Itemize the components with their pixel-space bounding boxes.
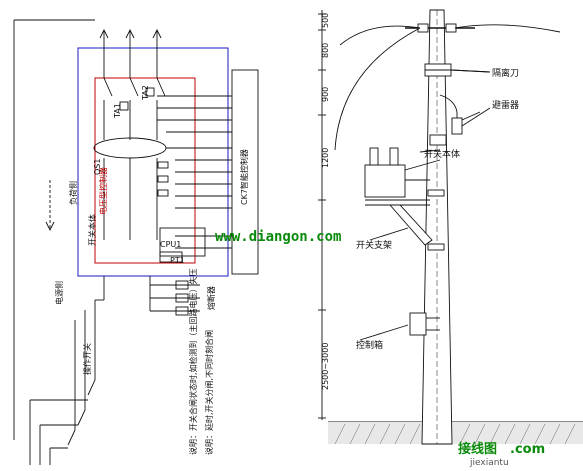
pt-box <box>159 227 206 257</box>
current-transformer <box>93 137 167 159</box>
wiring-diagram <box>13 19 259 465</box>
pole-diagram <box>318 9 583 445</box>
controller-frame <box>77 47 229 277</box>
controller-label: CK7智能控制器 <box>239 149 249 205</box>
dim-2500-3000: 2500~3000 <box>321 343 330 390</box>
control-box <box>409 312 427 336</box>
load-side-label: 负荷侧 <box>68 181 78 205</box>
cpu-box <box>159 251 183 263</box>
ground <box>328 422 583 444</box>
operate-switch-label: 操作开关 <box>82 343 92 375</box>
control-box-label: 控制箱 <box>356 339 383 351</box>
cpu-label: CPU1 <box>160 240 181 249</box>
switch-body-label: 开关本体 <box>87 214 97 246</box>
footnote-line1: 说明：开关合闸状态时,如检测到（主回路电压）失压 <box>188 268 198 455</box>
dim-1200: 1200 <box>321 148 330 168</box>
arrester <box>451 117 463 135</box>
qs-label: QS1 <box>93 159 102 175</box>
ta2-label: TA2 <box>141 85 150 101</box>
power-side-label: 电源侧 <box>54 281 64 305</box>
switch-bracket <box>389 204 433 246</box>
switch-body-label-right: 开关本体 <box>424 148 460 160</box>
logo-en: jiexiantu <box>469 458 509 468</box>
site-logo: 接线图 .com jiexiantu <box>458 441 545 468</box>
logo-dotcom: .com <box>510 442 545 457</box>
protection-label: 电压型控制器 <box>98 167 108 215</box>
footnote-line2: 说明：延时,开关分闸,不同时刻合闸 <box>204 330 214 455</box>
pt-label: PT1 <box>170 256 185 265</box>
switch-bracket-label: 开关支架 <box>356 239 392 251</box>
ta1-label: TA1 <box>113 103 122 119</box>
fuse-label: 熔断器 <box>206 286 216 310</box>
logo-cn: 接线图 <box>458 441 497 457</box>
pole-labels: 500 800 900 1200 2500~3000 隔离刀 避雷器 开关本体 … <box>321 13 519 390</box>
watermark-url: www.diangon.com <box>215 229 341 245</box>
switch-body <box>364 164 406 198</box>
dim-800: 800 <box>321 43 330 58</box>
dim-500: 500 <box>321 13 330 28</box>
isolator-label: 隔离刀 <box>492 67 519 79</box>
switch-body-frame <box>94 77 196 264</box>
wiring-labels: CK7智能控制器 电压型控制器 电源侧 负荷侧 开关本体 操作开关 熔断器 PT… <box>54 85 249 455</box>
arrester-label: 避雷器 <box>492 99 519 111</box>
controller-box <box>231 69 259 275</box>
dim-900: 900 <box>321 87 330 102</box>
